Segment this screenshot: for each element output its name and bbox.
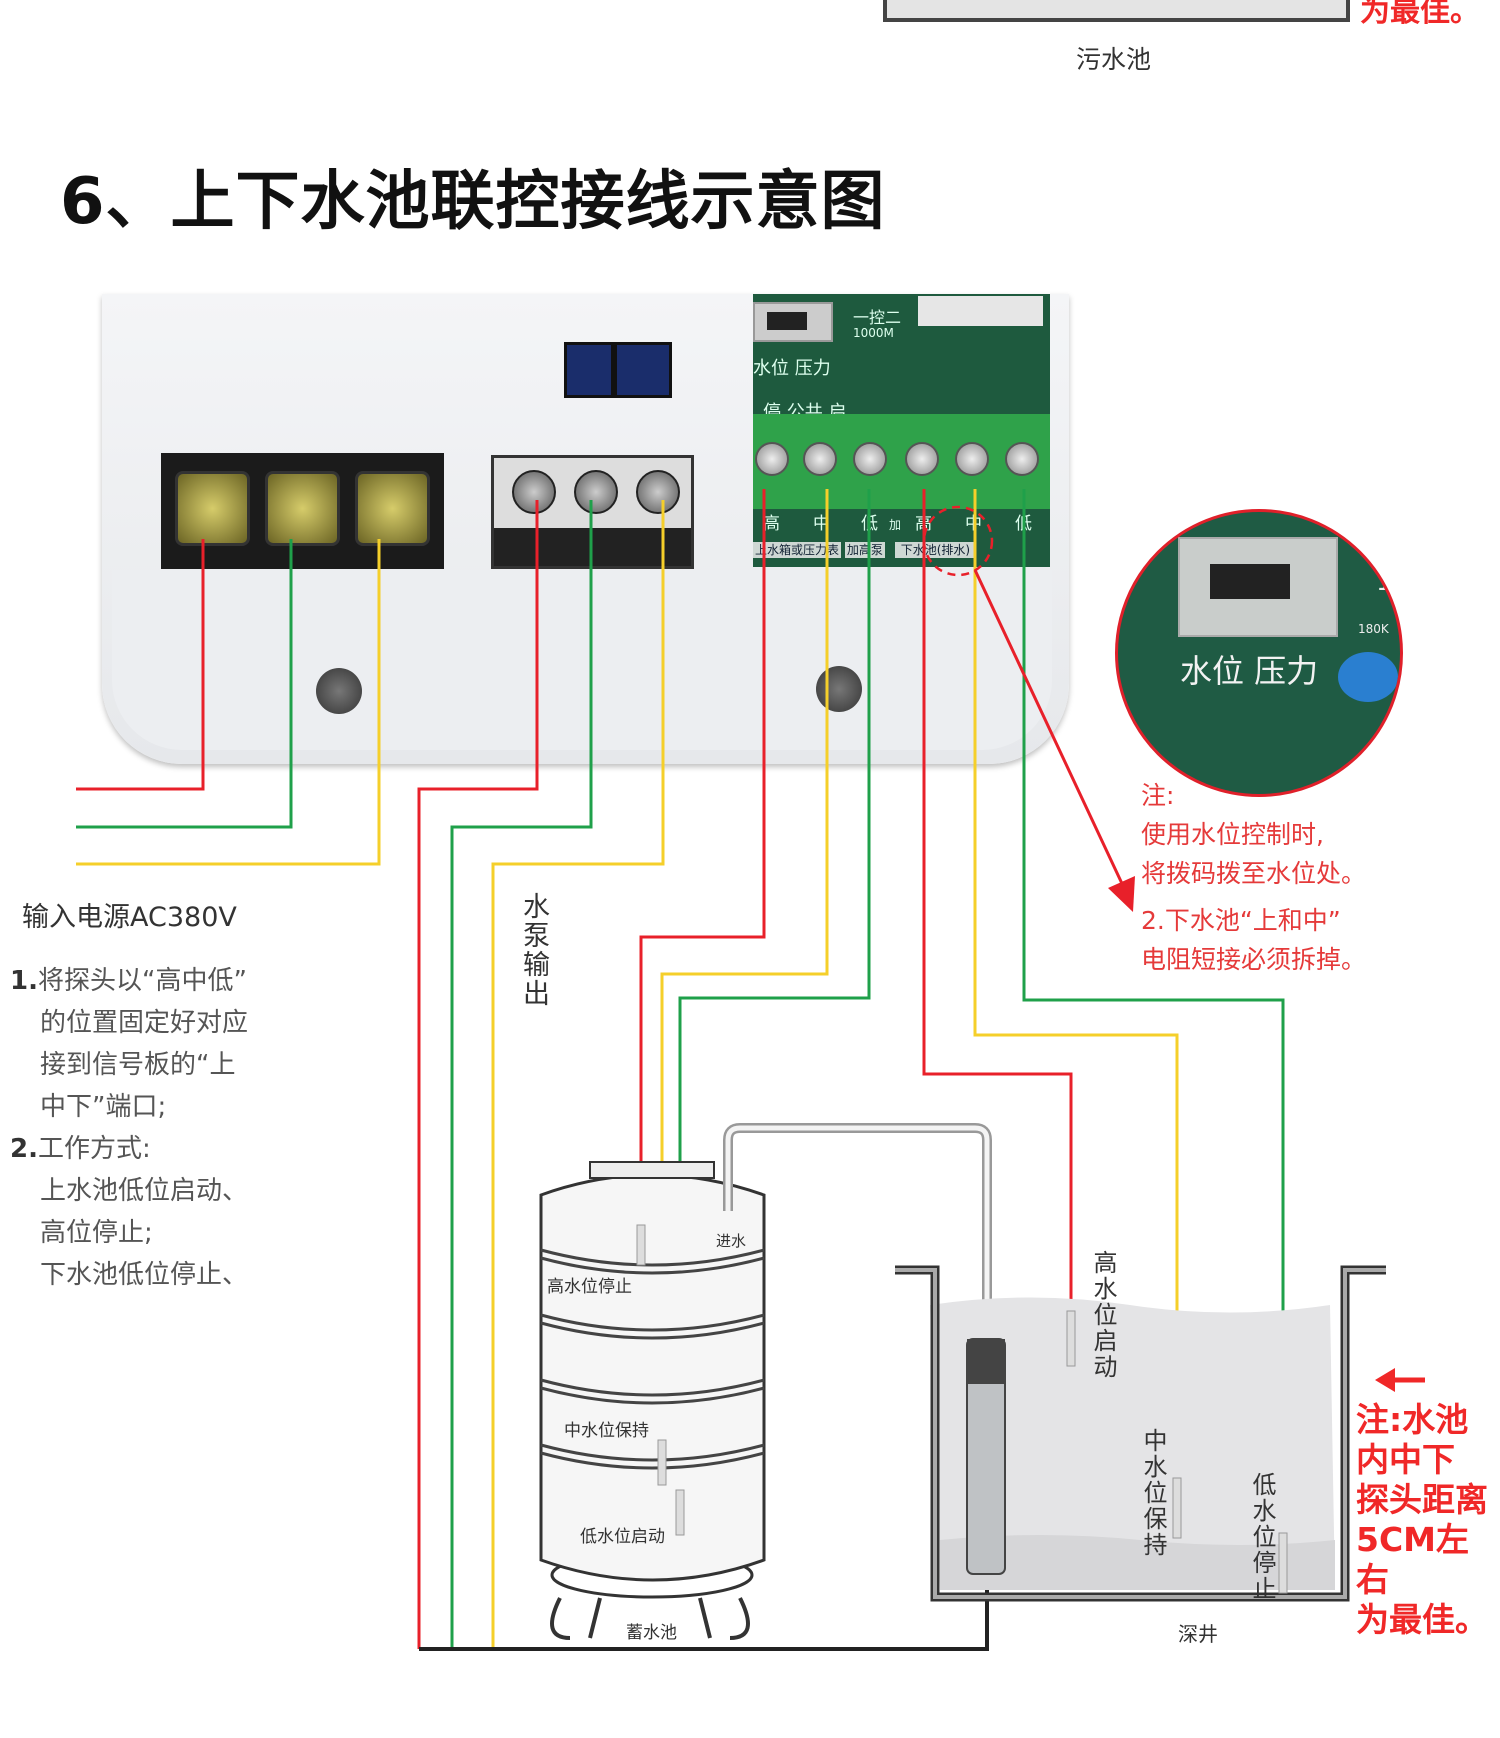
previous-note-tail: 为最佳。 [1360,0,1480,29]
note-line: 内中下 [1356,1440,1455,1479]
instruction-line: 的位置固定好对应 [40,1008,249,1038]
instructions: 1.将探头以“高中低” 的位置固定好对应 接到信号板的“上 中下”端口; 2.工… [10,960,248,1296]
pump-wire-red [417,500,539,1649]
power-terminal-block [161,453,444,569]
lower-pool-port-label: 下水池(排水) [894,542,977,558]
dip-switch-note: 注: 使用水位控制时, 将拨码拨至水位处。 2.下水池“上和中” 电阻短接必须拆… [1141,776,1366,979]
note-line: 5CM左右 [1356,1520,1470,1599]
well-high-wire [922,489,1073,1311]
pump-cable [419,1578,989,1651]
deep-well-label: 深井 [1178,1622,1218,1646]
upper-tank-port-label: 上水箱或压力表 [753,542,842,558]
signal-terminal-strip [753,414,1050,509]
terminal-label: 高 [763,514,780,534]
terminal-screw-icon [574,470,618,514]
power-wire-yellow [76,539,381,866]
note-line: 2.下水池“上和中” [1141,906,1341,935]
well-low-wire [1022,489,1285,1533]
instruction-line: 将探头以“高中低” [37,966,247,996]
note-line: 注:水池 [1356,1400,1469,1439]
well-probe-mid-label: 中水位保持 [1139,1428,1167,1558]
dashed-highlight-circle [922,505,994,577]
instruction-line: 下水池低位停止、 [40,1260,249,1290]
terminal-screw-icon [265,471,340,546]
pump-wire-green [450,500,593,1649]
signal-board: 一控二 1000M 水位 压力 停 公共 启 高 中 低 加 高 中 低 上水箱… [753,294,1050,567]
note-line: 探头距离 [1356,1480,1488,1519]
controller-lower-panel [112,570,1052,750]
power-wire-green [76,539,293,829]
note-line: 为最佳。 [1356,1600,1488,1639]
page-title: 6、上下水池联控接线示意图 [60,165,886,239]
annotation-arrow [973,569,1127,891]
zoom-resistor-label: 180K [1358,622,1389,636]
zoom-switch-label: 水位 压力 [1180,652,1319,690]
instruction-line: 工作方式: [37,1134,151,1164]
pcb-model-text: 1000M [853,326,894,340]
pcb-mode-text: 一控二 [853,308,902,327]
power-input-label: 输入电源AC380V [22,902,237,933]
boost-pump-port-label: 加高泵 [844,542,885,558]
sewage-tank-label: 污水池 [1076,45,1152,74]
left-arrow-icon [1375,1368,1395,1392]
probe-spacing-note: 注:水池 内中下 探头距离 5CM左右 为最佳。 [1356,1400,1500,1640]
pump-wire-yellow [491,500,665,1649]
note-line: 将拨码拨至水位处。 [1141,859,1367,888]
upper-tank-label: 蓄水池 [626,1623,677,1643]
terminal-label: 加 [889,518,902,532]
mounting-screw-icon [816,666,862,712]
dip-switch-zoom-circle: 10 180K 水位 压力 [1115,509,1403,797]
sewage-tank-partial [883,0,1350,22]
zoom-digits: 10 [1376,567,1400,597]
instruction-2: 2.工作方式: [10,1128,248,1170]
note-line: 使用水位控制时, [1141,820,1324,849]
mounting-screw-icon [316,668,362,714]
pump-output-label: 水泵输出 [518,892,549,1008]
upper-high-wire [639,489,766,1261]
note-line: 电阻短接必须拆掉。 [1141,945,1367,974]
upper-probe-high-label: 高水位停止 [547,1277,632,1297]
upper-probe-mid-label: 中水位保持 [564,1421,649,1441]
instruction-1: 1.将探头以“高中低” [10,960,248,1002]
well-mid-wire [973,489,1179,1478]
well-probe-high-label: 高水位启动 [1089,1250,1117,1380]
breaker-switch [564,342,672,398]
instruction-line: 接到信号板的“上 [40,1050,236,1080]
power-wire-red [76,539,205,791]
terminal-screw-icon [512,470,556,514]
pcb-switch-labels: 水位 压力 [753,358,831,379]
terminal-screw-icon [636,470,680,514]
upper-storage-tank [539,1161,766,1640]
instruction-line: 中下”端口; [40,1092,167,1122]
instruction-line: 上水池低位启动、 [40,1176,249,1206]
upper-probe-low-label: 低水位启动 [580,1527,665,1547]
terminal-screw-icon [175,471,250,546]
arrow-head-icon [1108,876,1135,912]
well-probe-low-label: 低水位停止 [1248,1472,1276,1602]
note-heading: 注: [1141,781,1175,810]
deep-well [895,1265,1386,1602]
instruction-number: 1. [10,966,38,996]
terminal-screw-icon [355,471,430,546]
instruction-line: 高位停止; [40,1218,153,1248]
inlet-label: 进水 [716,1232,747,1250]
instruction-number: 2. [10,1134,38,1164]
